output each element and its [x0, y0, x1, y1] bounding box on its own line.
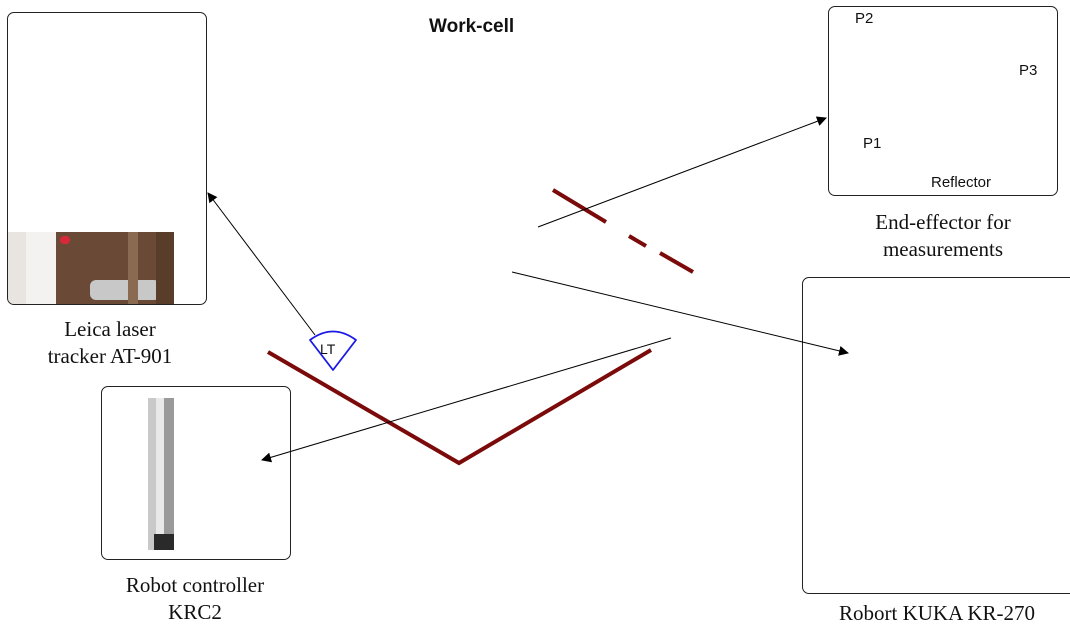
- tracker-image-box: [7, 12, 207, 305]
- wall-dash-3: [659, 251, 694, 274]
- controller-label-line1: Robot controller: [125, 573, 265, 597]
- end-effector-label-line2: measurements: [882, 237, 1004, 261]
- point-p3-label: P3: [1019, 62, 1038, 79]
- wall-dash-2: [627, 234, 648, 248]
- wall-v-shape: [266, 348, 653, 466]
- reflector-label: Reflector: [931, 174, 992, 191]
- robot-label: Robort KUKA KR-270: [812, 600, 1062, 627]
- end-effector-box: P2 P3 P1 Reflector: [828, 6, 1058, 196]
- controller-label-line2: KRC2: [168, 600, 222, 624]
- controller-image-box: [101, 386, 291, 560]
- robot-image-box: [802, 277, 1070, 594]
- end-effector-label: End-effector for measurements: [838, 209, 1048, 263]
- tracker-label-line1: Leica laser: [64, 317, 156, 341]
- end-effector-label-line1: End-effector for: [875, 210, 1011, 234]
- wall-dash-1: [551, 188, 608, 224]
- lt-marker-icon: [309, 330, 357, 371]
- tracker-photo: [8, 232, 174, 304]
- point-p2-label: P2: [855, 10, 874, 27]
- point-p1-label: P1: [863, 135, 882, 152]
- controller-label: Robot controller KRC2: [95, 572, 295, 626]
- tracker-label: Leica laser tracker AT-901: [20, 316, 200, 370]
- diagram-title: Work-cell: [429, 16, 515, 37]
- arrow-to-tracker: [207, 192, 316, 336]
- arrow-to-controller: [261, 337, 672, 463]
- lt-marker-label: LT: [320, 341, 336, 357]
- arrow-to-end-effector: [537, 116, 827, 228]
- tracker-label-line2: tracker AT-901: [47, 344, 173, 368]
- controller-photo: [148, 398, 174, 550]
- robot-label-line1: Robort KUKA KR-270: [838, 601, 1035, 625]
- arrow-to-robot: [511, 271, 849, 356]
